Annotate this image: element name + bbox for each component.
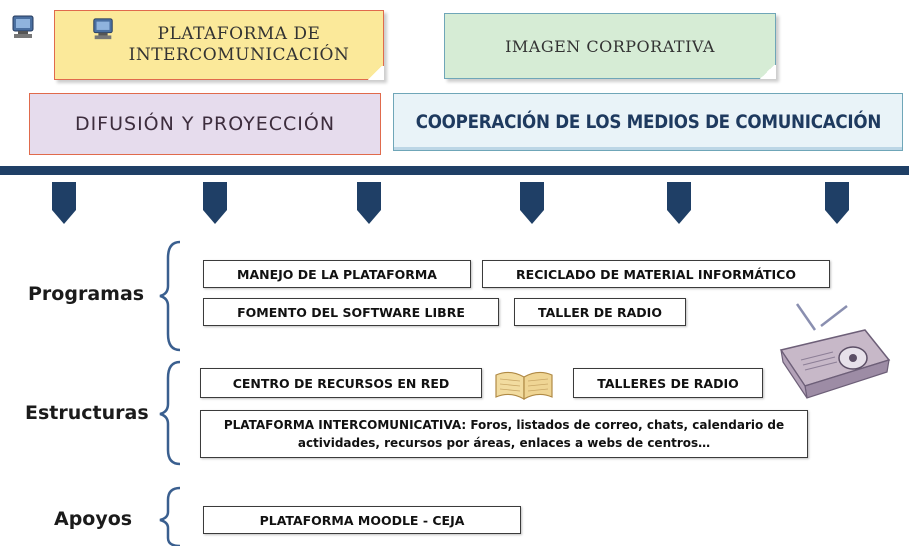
- computer-icon: [10, 14, 36, 40]
- chevron-down-icon: [52, 182, 76, 224]
- estructura-box: CENTRO DE RECURSOS EN RED: [200, 368, 482, 398]
- chevron-row: [52, 182, 849, 224]
- brackets: [159, 240, 181, 546]
- programa-box: TALLER DE RADIO: [514, 298, 686, 326]
- bracket-apoyos: [159, 486, 181, 546]
- chevron-down-icon: [520, 182, 544, 224]
- plataforma-note: PLATAFORMA DE INTERCOMUNICACIÓN: [54, 10, 384, 80]
- cooperacion-title: COOPERACIÓN DE LOS MEDIOS DE COMUNICACIÓ…: [415, 111, 881, 133]
- imagen-title: IMAGEN CORPORATIVA: [505, 36, 715, 56]
- programa-box: RECICLADO DE MATERIAL INFORMÁTICO: [482, 260, 830, 288]
- bracket-estructuras: [159, 360, 181, 466]
- radio-icon: [775, 300, 895, 400]
- bracket-programas: [159, 240, 181, 352]
- imagen-note: IMAGEN CORPORATIVA: [444, 13, 776, 79]
- estructura-box: TALLERES DE RADIO: [573, 368, 763, 398]
- open-book-icon: [492, 367, 556, 401]
- label-estructuras: Estructuras: [25, 402, 149, 424]
- cooperacion-note: COOPERACIÓN DE LOS MEDIOS DE COMUNICACIÓ…: [393, 93, 903, 151]
- chevron-down-icon: [825, 182, 849, 224]
- chevron-down-icon: [667, 182, 691, 224]
- computer-icon: [91, 17, 115, 41]
- programa-box: FOMENTO DEL SOFTWARE LIBRE: [203, 298, 499, 326]
- programa-box: MANEJO DE LA PLATAFORMA: [203, 260, 471, 288]
- estructura-box-wide: PLATAFORMA INTERCOMUNICATIVA: Foros, lis…: [200, 410, 808, 458]
- label-programas: Programas: [28, 283, 145, 305]
- apoyo-box: PLATAFORMA MOODLE - CEJA: [203, 506, 521, 534]
- chevron-down-icon: [357, 182, 381, 224]
- label-apoyos: Apoyos: [54, 508, 133, 530]
- chevron-down-icon: [203, 182, 227, 224]
- difusion-note: DIFUSIÓN Y PROYECCIÓN: [29, 93, 381, 155]
- difusion-title: DIFUSIÓN Y PROYECCIÓN: [74, 113, 336, 135]
- plataforma-title: PLATAFORMA DE INTERCOMUNICACIÓN: [128, 24, 350, 65]
- divider-rule: [0, 166, 909, 175]
